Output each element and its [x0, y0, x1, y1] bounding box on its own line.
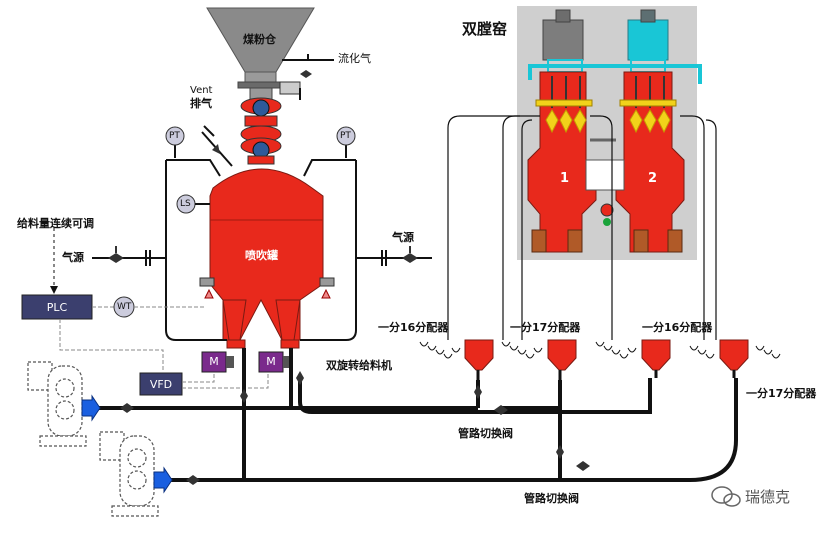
splitters: [464, 339, 749, 371]
kiln-cyan-pipe: [528, 64, 702, 84]
splitter-3-label: 一分16分配器: [642, 321, 713, 334]
splitter-2-label: 一分17分配器: [510, 321, 581, 334]
splitter-1-label: 一分16分配器: [378, 321, 449, 334]
kiln-top-right: [627, 19, 669, 61]
splitter-bundles: [447, 115, 717, 340]
pipe-valves: [120, 371, 590, 485]
motor-right-label: M: [266, 355, 276, 368]
vent-cn-label: 排气: [190, 97, 212, 110]
coal-bin-label: 煤粉仓: [243, 33, 276, 46]
tank-outlets: [222, 299, 301, 349]
vfd-label: VFD: [149, 378, 173, 391]
air-source-left-label: 气源: [62, 251, 84, 264]
pt-gauge-right: [336, 126, 356, 146]
blower-upper: [27, 361, 87, 447]
shaft-1-label: 1: [560, 171, 570, 186]
plc-label: PLC: [46, 301, 68, 314]
fluidizing-air-label: 流化气: [338, 52, 371, 65]
tank-label: 喷吹罐: [245, 249, 278, 262]
inlet-arrow-lower: [153, 466, 173, 494]
transport-pipes: [96, 348, 738, 482]
pt-left-label: PT: [169, 131, 180, 141]
kiln-label: 双膛窑: [462, 20, 508, 38]
kiln-flames-right: [629, 109, 671, 134]
motor-left-label: M: [209, 355, 219, 368]
double-rotary-feeder-label: 双旋转给料机: [326, 359, 392, 372]
switch-valve-lower-label: 管路切换阀: [524, 492, 579, 505]
pt-right-label: PT: [340, 131, 351, 141]
vfd-box: [139, 372, 183, 396]
inlet-arrow-upper: [81, 394, 101, 422]
switch-valve-upper-label: 管路切换阀: [458, 427, 513, 440]
splitter-4-label: 一分17分配器: [746, 387, 817, 400]
coal-bin: [206, 7, 315, 101]
plc-box: [21, 294, 93, 320]
vent-en-label: Vent: [190, 85, 213, 96]
kiln-cap-left: [555, 9, 571, 23]
shaft-2-label: 2: [648, 171, 658, 186]
wt-label: WT: [117, 302, 132, 312]
watermark-label: 瑞德克: [745, 488, 791, 506]
blower-lower: [99, 431, 159, 517]
ls-label: LS: [180, 199, 191, 209]
kiln-top-left: [542, 19, 584, 61]
kiln-cap-right: [640, 9, 656, 23]
double-shaft-kiln: [517, 6, 702, 260]
watermark-icon: [711, 486, 741, 507]
kiln-cross-channel: [585, 159, 625, 191]
kiln-flames-left: [545, 109, 587, 134]
feed-control-label: 给料量连续可调: [17, 217, 94, 230]
bin-valves: [240, 97, 282, 165]
pt-gauge-left: [165, 126, 185, 146]
air-source-right-label: 气源: [392, 231, 414, 244]
